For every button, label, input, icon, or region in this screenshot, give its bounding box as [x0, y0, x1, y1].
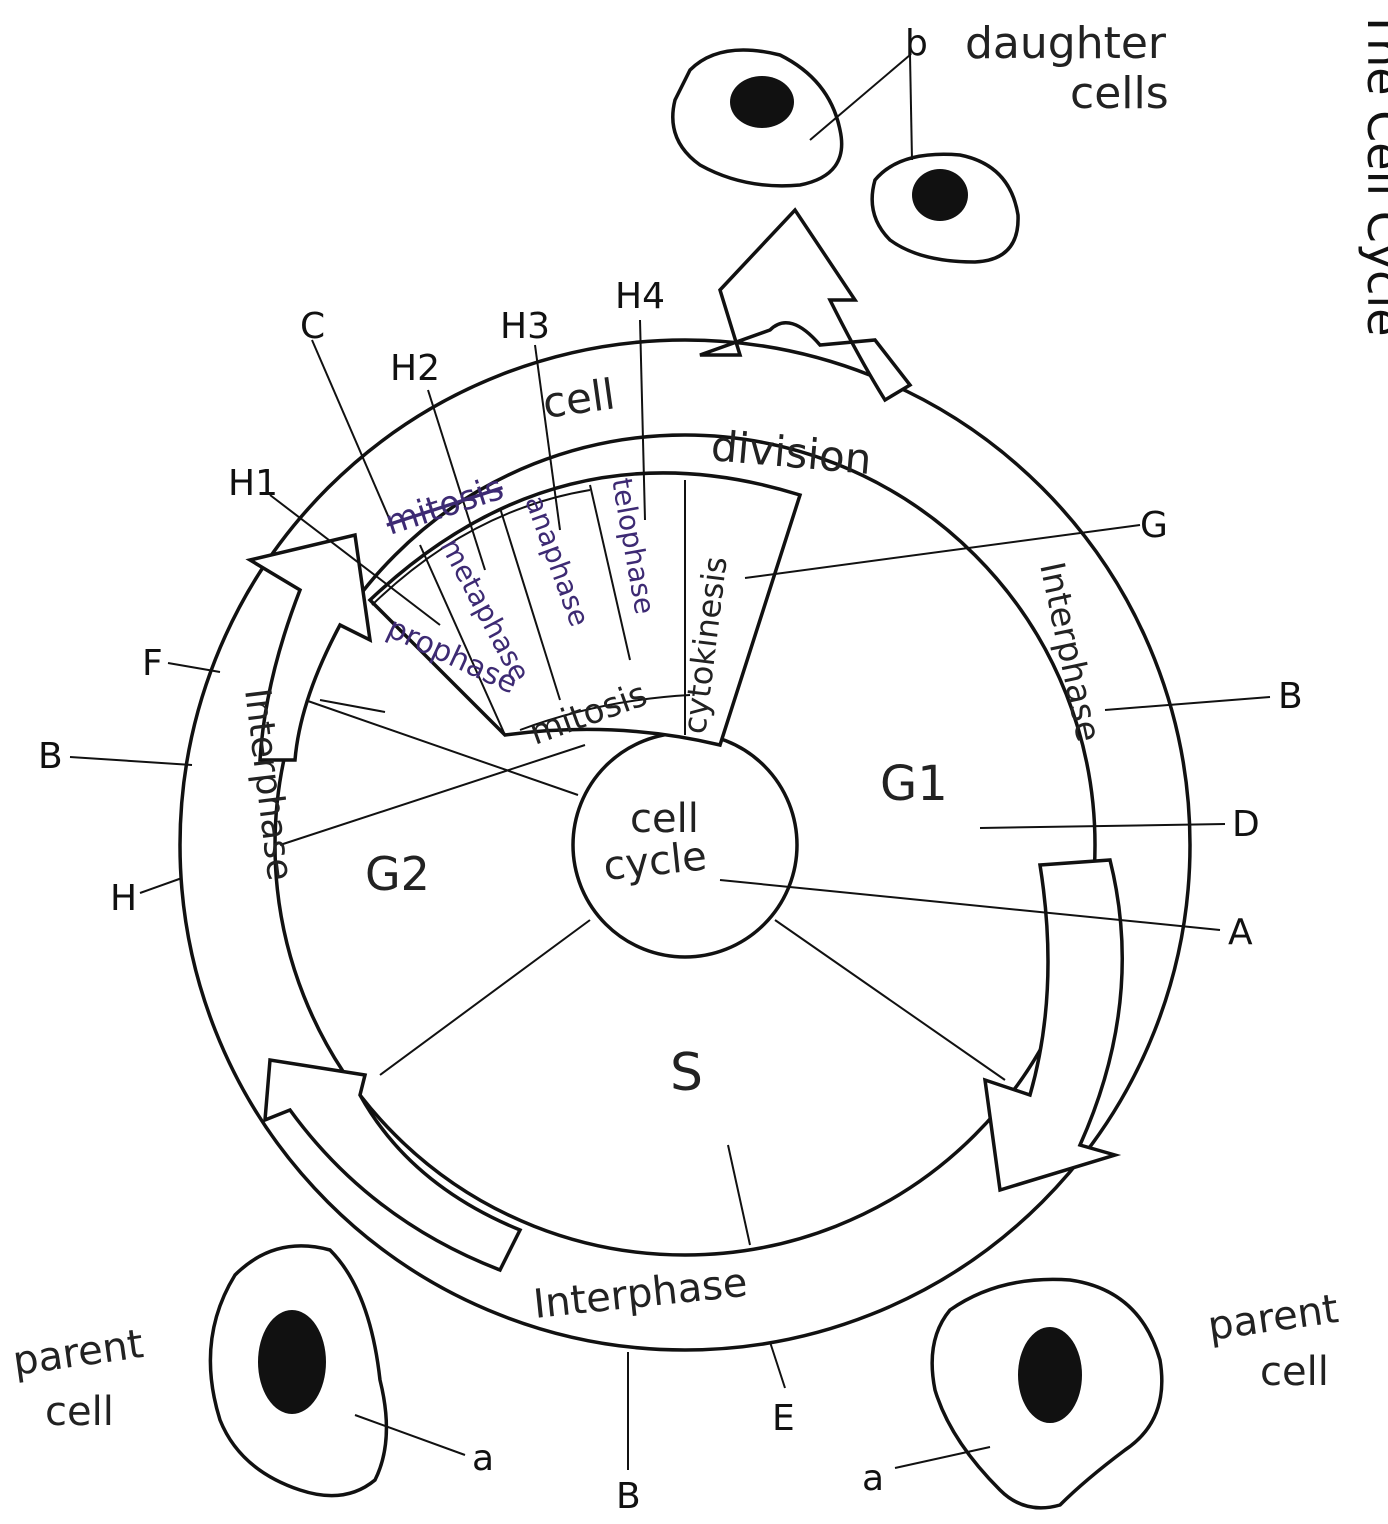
daughter-cell-1 [673, 50, 842, 186]
leader-e [770, 1342, 785, 1388]
leader-b-left [70, 757, 192, 765]
label-H: H [110, 878, 137, 919]
hand-cell-left: cell [45, 1389, 114, 1435]
parent-cell-left [210, 1246, 386, 1496]
label-a-left: a [472, 1438, 494, 1479]
label-H4: H4 [615, 276, 665, 317]
s-right-divider [775, 920, 1005, 1080]
leader-b-right [1105, 697, 1270, 710]
label-E: E [772, 1398, 795, 1439]
hand-cell-division-1: cell [540, 369, 618, 428]
label-D: D [1232, 804, 1260, 845]
label-b: b [905, 23, 928, 64]
hand-g1: G1 [880, 756, 948, 812]
parent-cell-right [932, 1279, 1162, 1507]
daughter-cell-2 [872, 154, 1018, 262]
arrow-s-to-g2 [265, 1060, 520, 1270]
hand-cell-division-2: division [709, 421, 873, 484]
hand-cells: cells [1070, 68, 1169, 119]
label-H2: H2 [390, 348, 440, 389]
hand-cell-right: cell [1260, 1349, 1329, 1395]
label-H3: H3 [500, 306, 550, 347]
leader-h-inner [280, 745, 585, 845]
leader-h [140, 878, 182, 893]
hand-interphase-bottom: Interphase [531, 1260, 749, 1328]
label-B-bottom: B [616, 1476, 641, 1517]
leader-g [745, 525, 1140, 578]
hand-interphase-right: Interphase [1031, 559, 1108, 746]
leader-c [312, 340, 392, 525]
leader-g2-stub [320, 700, 385, 712]
leader-a [720, 880, 1220, 930]
hand-g2: G2 [365, 847, 430, 901]
daughter-cell-1-nucleus [730, 76, 794, 128]
page-title-vertical: The Cell Cycle [1357, 9, 1388, 337]
label-a-right: a [862, 1458, 884, 1499]
arrow-to-daughter-cells [700, 210, 910, 400]
parent-cell-left-nucleus [258, 1310, 326, 1414]
parent-cell-right-nucleus [1018, 1327, 1082, 1423]
hand-daughter: daughter [965, 18, 1167, 69]
label-A: A [1228, 912, 1253, 953]
label-H1: H1 [228, 463, 278, 504]
leader-e-inner [728, 1145, 750, 1245]
s-left-divider [380, 920, 590, 1075]
label-F: F [142, 643, 163, 684]
leader-b-2 [910, 55, 912, 160]
label-C: C [300, 306, 325, 347]
hand-parent-left: parent [10, 1321, 146, 1385]
label-B-right: B [1278, 676, 1303, 717]
label-B-left: B [38, 736, 63, 777]
label-G: G [1140, 505, 1168, 546]
hand-parent-right: parent [1205, 1286, 1341, 1350]
daughter-cell-2-nucleus [912, 169, 968, 221]
hand-s: S [670, 1043, 703, 1103]
